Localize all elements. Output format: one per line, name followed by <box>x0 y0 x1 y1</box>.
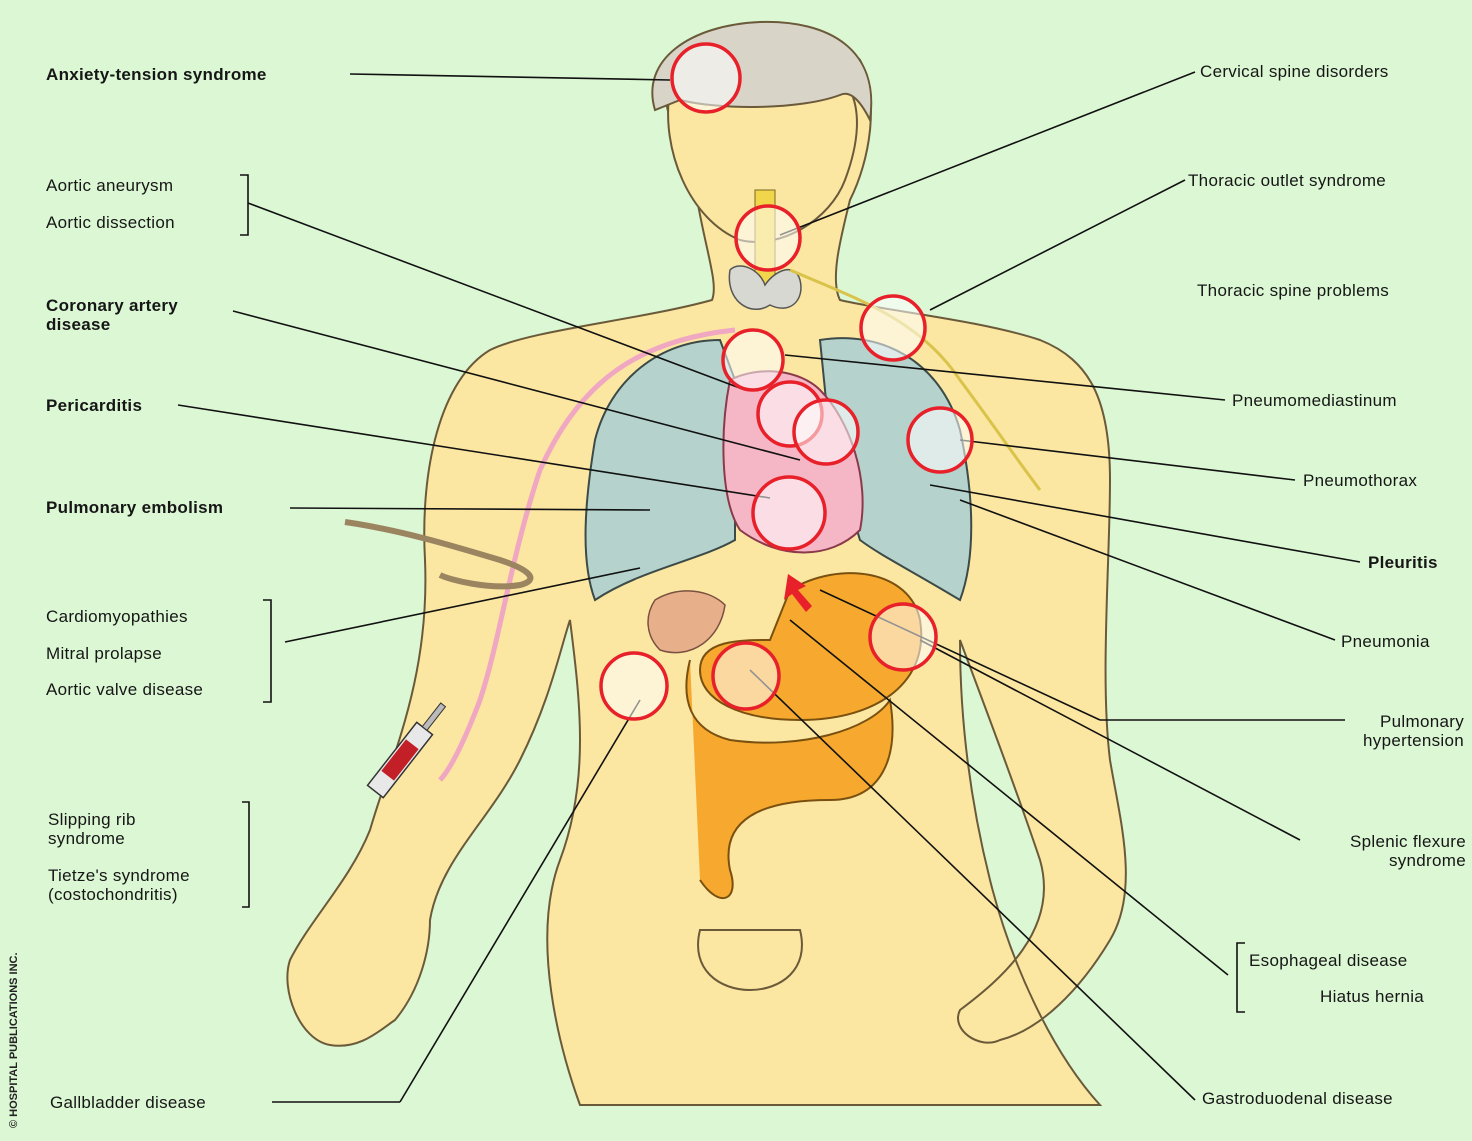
label-cardiomyopathies: Cardiomyopathies <box>46 607 188 626</box>
marker-gastroduodenal <box>713 643 779 709</box>
label-thoracic-spine: Thoracic spine problems <box>1197 281 1389 300</box>
label-pneumonia: Pneumonia <box>1341 632 1430 651</box>
label-pericarditis: Pericarditis <box>46 396 142 415</box>
label-esophageal: Esophageal disease <box>1249 951 1408 970</box>
label-tietze-2: (costochondritis) <box>48 885 178 904</box>
label-splenic-1: Splenic flexure <box>1350 832 1466 851</box>
label-tietze-1: Tietze's syndrome <box>48 866 190 885</box>
label-pulm-htn-1: Pulmonary <box>1380 712 1464 731</box>
label-pneumothorax: Pneumothorax <box>1303 471 1417 490</box>
label-coronary-2: disease <box>46 315 110 334</box>
label-aortic-valve: Aortic valve disease <box>46 680 203 699</box>
label-thoracic-outlet: Thoracic outlet syndrome <box>1188 171 1386 190</box>
label-mitral-prolapse: Mitral prolapse <box>46 644 162 663</box>
label-coronary-1: Coronary artery <box>46 296 178 315</box>
label-pulm-htn-2: hypertension <box>1363 731 1464 750</box>
label-slipping-rib-1: Slipping rib <box>48 810 136 829</box>
marker-heart <box>753 477 825 549</box>
label-gastroduodenal: Gastroduodenal disease <box>1202 1089 1393 1108</box>
label-hiatus: Hiatus hernia <box>1320 987 1424 1006</box>
label-slipping-rib-2: syndrome <box>48 829 125 848</box>
label-anxiety: Anxiety-tension syndrome <box>46 65 267 84</box>
marker-gallbladder <box>601 653 667 719</box>
label-gallbladder: Gallbladder disease <box>50 1093 206 1112</box>
copyright-text: © HOSPITAL PUBLICATIONS INC. <box>8 908 20 1128</box>
marker-thoracic-outlet <box>861 296 925 360</box>
body-figure <box>287 22 1125 1105</box>
marker-mediastinum <box>723 330 783 390</box>
label-aortic-aneurysm: Aortic aneurysm <box>46 176 173 195</box>
label-pulmonary-embolism: Pulmonary embolism <box>46 498 223 517</box>
label-cervical: Cervical spine disorders <box>1200 62 1389 81</box>
label-aortic-dissection: Aortic dissection <box>46 213 175 232</box>
marker-coronary <box>794 400 858 464</box>
label-splenic-2: syndrome <box>1389 851 1466 870</box>
label-pleuritis: Pleuritis <box>1368 553 1438 572</box>
marker-brain <box>672 44 740 112</box>
label-pneumomediastinum: Pneumomediastinum <box>1232 391 1397 410</box>
marker-spleen <box>870 604 936 670</box>
marker-cervical <box>736 206 800 270</box>
marker-pneumothorax <box>908 408 972 472</box>
